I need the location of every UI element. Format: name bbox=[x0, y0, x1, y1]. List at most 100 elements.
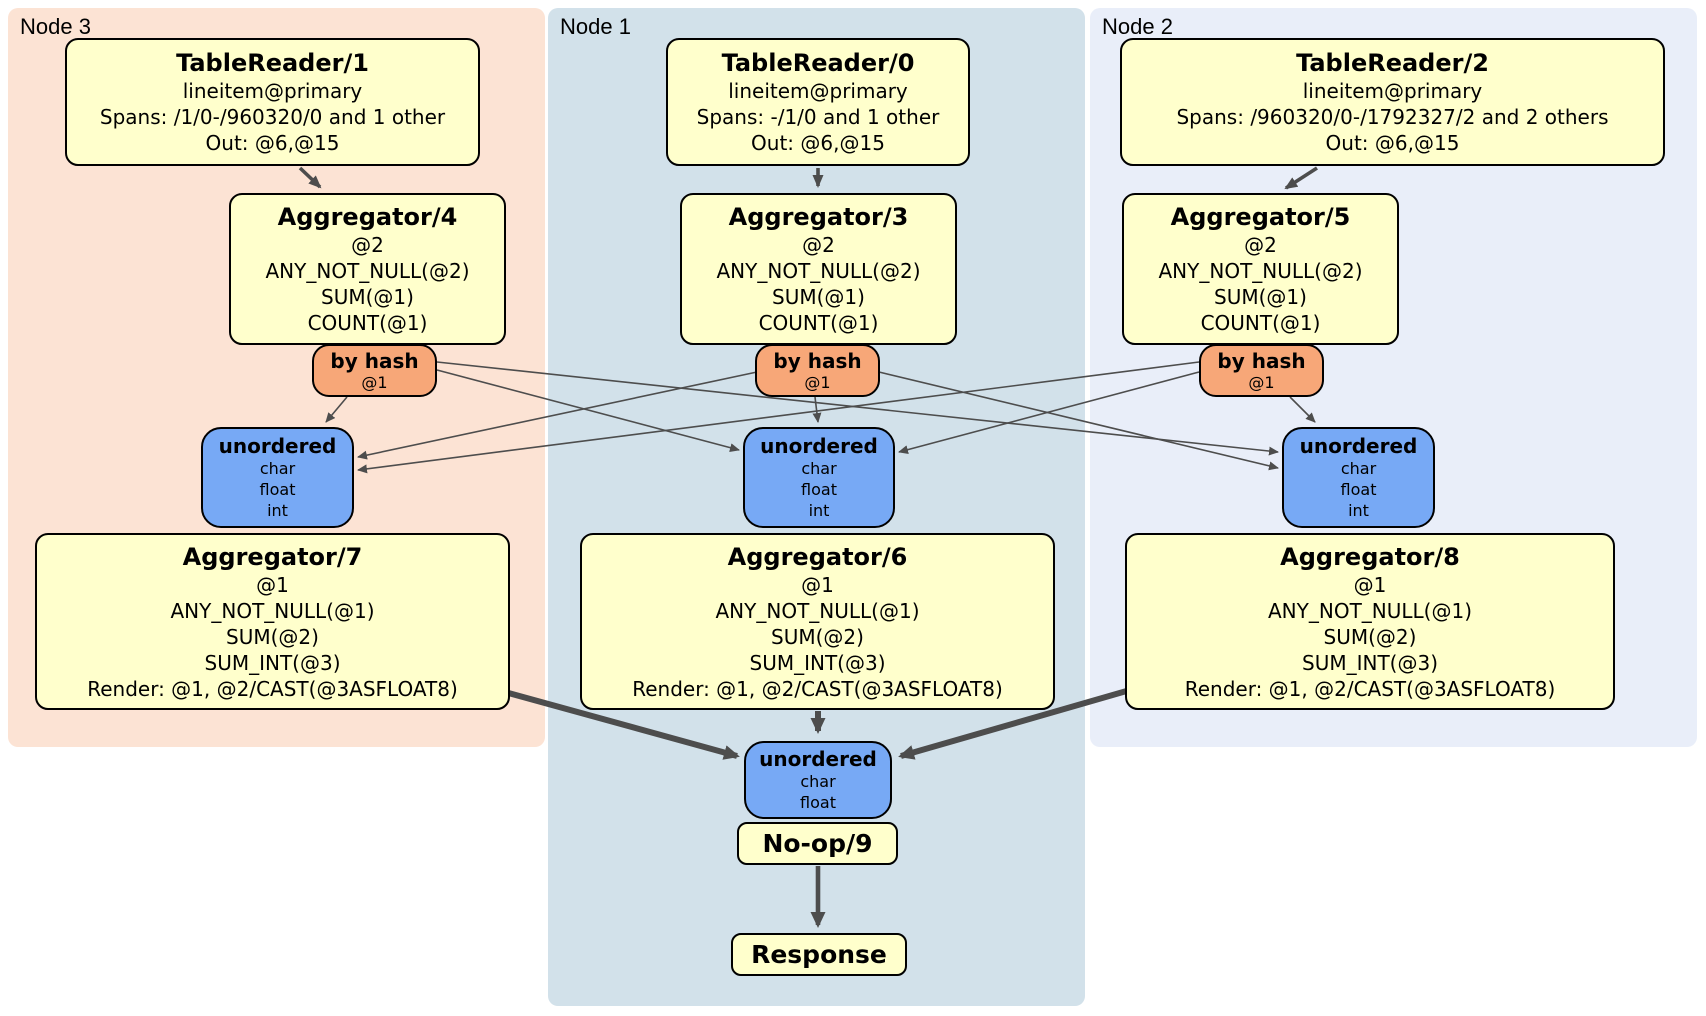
box-title: TableReader/2 bbox=[1296, 49, 1489, 77]
box-line: ANY_NOT_NULL(@1) bbox=[715, 598, 920, 623]
box-line: lineitem@primary bbox=[728, 79, 908, 103]
panel-node3-label: Node 3 bbox=[20, 14, 91, 39]
box-line: COUNT(@1) bbox=[307, 311, 428, 335]
box-line: SUM_INT(@3) bbox=[749, 650, 886, 675]
box-title: Aggregator/7 bbox=[182, 542, 363, 571]
box-line: SUM(@1) bbox=[1214, 285, 1307, 309]
edge-bh1-u2 bbox=[878, 371, 1279, 471]
edge-bh1-u3 bbox=[357, 371, 758, 460]
box-line: Out: @6,@15 bbox=[205, 131, 340, 155]
box-title: TableReader/0 bbox=[721, 49, 915, 77]
box-line: Spans: -/1/0 and 1 other bbox=[696, 105, 940, 129]
router-title: by hash bbox=[330, 349, 419, 373]
box-line: ANY_NOT_NULL(@2) bbox=[1158, 259, 1363, 283]
router-key: @1 bbox=[361, 373, 388, 392]
router-by-hash-node1: by hash @1 bbox=[755, 344, 880, 397]
edge-bh3-u3 bbox=[325, 396, 348, 423]
box-aggregator-3: Aggregator/3 @2 ANY_NOT_NULL(@2) SUM(@1)… bbox=[680, 193, 957, 345]
box-line: Render: @1, @2/CAST(@3ASFLOAT8) bbox=[87, 676, 458, 701]
box-line: Spans: /1/0-/960320/0 and 1 other bbox=[99, 105, 446, 129]
box-line: SUM_INT(@3) bbox=[1302, 650, 1438, 675]
edge-bh3-u1 bbox=[436, 369, 740, 453]
box-aggregator-8: Aggregator/8 @1 ANY_NOT_NULL(@1) SUM(@2)… bbox=[1125, 533, 1615, 710]
box-title: Aggregator/3 bbox=[728, 203, 909, 231]
sync-title: unordered bbox=[1299, 434, 1418, 458]
box-line: SUM(@1) bbox=[321, 285, 414, 309]
box-response: Response bbox=[731, 933, 907, 976]
edge-bh2-u1 bbox=[898, 371, 1200, 455]
box-title: Aggregator/6 bbox=[727, 542, 908, 571]
sync-type: float bbox=[259, 480, 296, 499]
router-by-hash-node3: by hash @1 bbox=[312, 344, 437, 397]
box-line: @1 bbox=[801, 572, 834, 597]
sync-type: float bbox=[1340, 480, 1377, 499]
sync-type: char bbox=[800, 772, 836, 791]
box-line: Render: @1, @2/CAST(@3ASFLOAT8) bbox=[1184, 676, 1556, 701]
box-line: Out: @6,@15 bbox=[751, 131, 885, 155]
box-line: SUM(@2) bbox=[1323, 624, 1417, 649]
sync-type: float bbox=[801, 480, 837, 499]
box-title: Aggregator/8 bbox=[1280, 542, 1460, 571]
edge-bh2-u2 bbox=[1289, 396, 1316, 423]
sync-unordered-node2: unordered char float int bbox=[1282, 427, 1435, 528]
edge-group bbox=[298, 166, 1318, 928]
box-tablereader-1: TableReader/1 lineitem@primary Spans: /1… bbox=[65, 38, 480, 166]
sync-type: char bbox=[801, 459, 837, 478]
edge-bh1-u1 bbox=[812, 396, 822, 423]
router-key: @1 bbox=[1248, 373, 1275, 392]
router-title: by hash bbox=[1217, 349, 1306, 373]
box-title: Response bbox=[751, 939, 887, 969]
box-no-op: No-op/9 bbox=[737, 822, 898, 865]
sync-type: int bbox=[267, 501, 288, 520]
box-line: @2 bbox=[802, 233, 835, 257]
box-title: No-op/9 bbox=[762, 828, 873, 858]
box-line: @1 bbox=[1353, 572, 1387, 597]
sync-type: int bbox=[808, 501, 830, 520]
panel-node1-label: Node 1 bbox=[560, 14, 631, 39]
sync-type: char bbox=[259, 459, 296, 478]
edge-bh2-u3 bbox=[357, 361, 1200, 474]
box-tablereader-2: TableReader/2 lineitem@primary Spans: /9… bbox=[1120, 38, 1665, 166]
sync-title: unordered bbox=[759, 747, 877, 771]
panel-node2-label: Node 2 bbox=[1102, 14, 1173, 39]
box-line: SUM(@2) bbox=[226, 624, 319, 649]
box-line: ANY_NOT_NULL(@1) bbox=[170, 598, 375, 623]
sync-type: float bbox=[800, 793, 836, 812]
sync-unordered-node3: unordered char float int bbox=[201, 427, 354, 528]
box-line: Spans: /960320/0-/1792327/2 and 2 others bbox=[1176, 105, 1609, 129]
box-line: Render: @1, @2/CAST(@3ASFLOAT8) bbox=[632, 676, 1003, 701]
sync-unordered-node1: unordered char float int bbox=[743, 427, 895, 528]
edge-agg7-final bbox=[504, 689, 740, 760]
box-line: SUM(@2) bbox=[771, 624, 864, 649]
box-line: COUNT(@1) bbox=[1200, 311, 1321, 335]
router-title: by hash bbox=[773, 349, 862, 373]
router-by-hash-node2: by hash @1 bbox=[1199, 344, 1324, 397]
sync-type: char bbox=[1340, 459, 1377, 478]
sync-type: int bbox=[1348, 501, 1369, 520]
box-line: ANY_NOT_NULL(@1) bbox=[1268, 598, 1472, 623]
box-line: Out: @6,@15 bbox=[1325, 131, 1460, 155]
box-title: Aggregator/5 bbox=[1170, 203, 1351, 231]
sync-unordered-final: unordered char float bbox=[744, 741, 892, 819]
box-title: TableReader/1 bbox=[176, 49, 369, 77]
box-title: Aggregator/4 bbox=[277, 203, 458, 231]
box-line: lineitem@primary bbox=[182, 79, 363, 103]
box-line: @2 bbox=[1244, 233, 1277, 257]
edge-tr2-agg5 bbox=[1284, 166, 1318, 190]
box-tablereader-0: TableReader/0 lineitem@primary Spans: -/… bbox=[666, 38, 970, 166]
edge-tr1-agg4 bbox=[298, 166, 322, 189]
sync-title: unordered bbox=[218, 434, 337, 458]
box-line: ANY_NOT_NULL(@2) bbox=[716, 259, 921, 283]
box-aggregator-7: Aggregator/7 @1 ANY_NOT_NULL(@1) SUM(@2)… bbox=[35, 533, 510, 710]
edge-agg8-final bbox=[898, 687, 1131, 760]
box-line: lineitem@primary bbox=[1302, 79, 1483, 103]
box-aggregator-5: Aggregator/5 @2 ANY_NOT_NULL(@2) SUM(@1)… bbox=[1122, 193, 1399, 345]
box-line: @1 bbox=[256, 572, 289, 597]
box-line: SUM(@1) bbox=[772, 285, 865, 309]
box-line: COUNT(@1) bbox=[758, 311, 879, 335]
edge-bh3-u2 bbox=[436, 361, 1279, 456]
box-line: ANY_NOT_NULL(@2) bbox=[265, 259, 470, 283]
box-line: SUM_INT(@3) bbox=[204, 650, 341, 675]
